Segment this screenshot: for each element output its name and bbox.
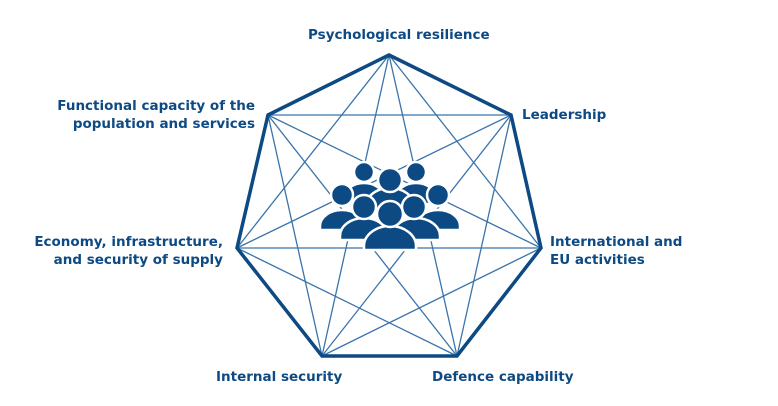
connection-line (267, 114, 542, 249)
label-internal-security: Internal security (216, 369, 343, 385)
heptagon-outline (235, 53, 543, 358)
label-psychological-resilience: Psychological resilience (308, 27, 490, 43)
connection-line (321, 247, 542, 357)
label-economy: Economy, infrastructure, and security of… (34, 233, 223, 269)
label-line: and security of supply (53, 252, 223, 268)
connection-line (456, 114, 512, 357)
connection-line (236, 114, 512, 249)
label-line: EU activities (550, 252, 645, 268)
label-functional-capacity: Functional capacity of the population an… (57, 97, 255, 133)
connection-line (236, 247, 458, 357)
connection-line (388, 54, 542, 249)
label-line: Functional capacity of the (57, 98, 255, 114)
label-leadership: Leadership (522, 107, 607, 123)
label-international: International and EU activities (550, 233, 682, 269)
label-line: Economy, infrastructure, (34, 234, 223, 250)
connection-line (236, 54, 390, 249)
group-of-people-icon (318, 160, 462, 252)
label-line: population and services (72, 116, 255, 132)
label-defence-capability: Defence capability (432, 369, 574, 385)
label-line: International and (550, 234, 683, 250)
connection-line (267, 114, 323, 357)
